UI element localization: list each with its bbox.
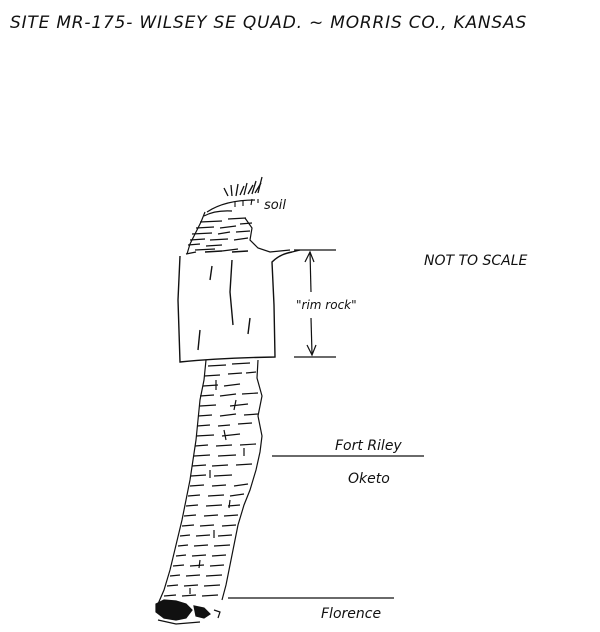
oketo-label: Oketo (348, 471, 390, 487)
grass-tuft-icon (224, 177, 262, 196)
rimrock-block (178, 250, 300, 362)
lower-bedded-column (158, 360, 262, 604)
soil-label: soil (264, 198, 286, 213)
florence-label: Florence (321, 606, 381, 622)
fort-riley-label: Fort Riley (335, 438, 402, 454)
scale-note: NOT TO SCALE (424, 253, 528, 269)
rimrock-label: "rim rock" (296, 298, 357, 312)
florence-chert-nodules-icon (156, 600, 220, 624)
contact-lines (228, 456, 424, 598)
site-title: SITE MR-175- WILSEY SE QUAD. ~ MORRIS CO… (10, 13, 527, 33)
